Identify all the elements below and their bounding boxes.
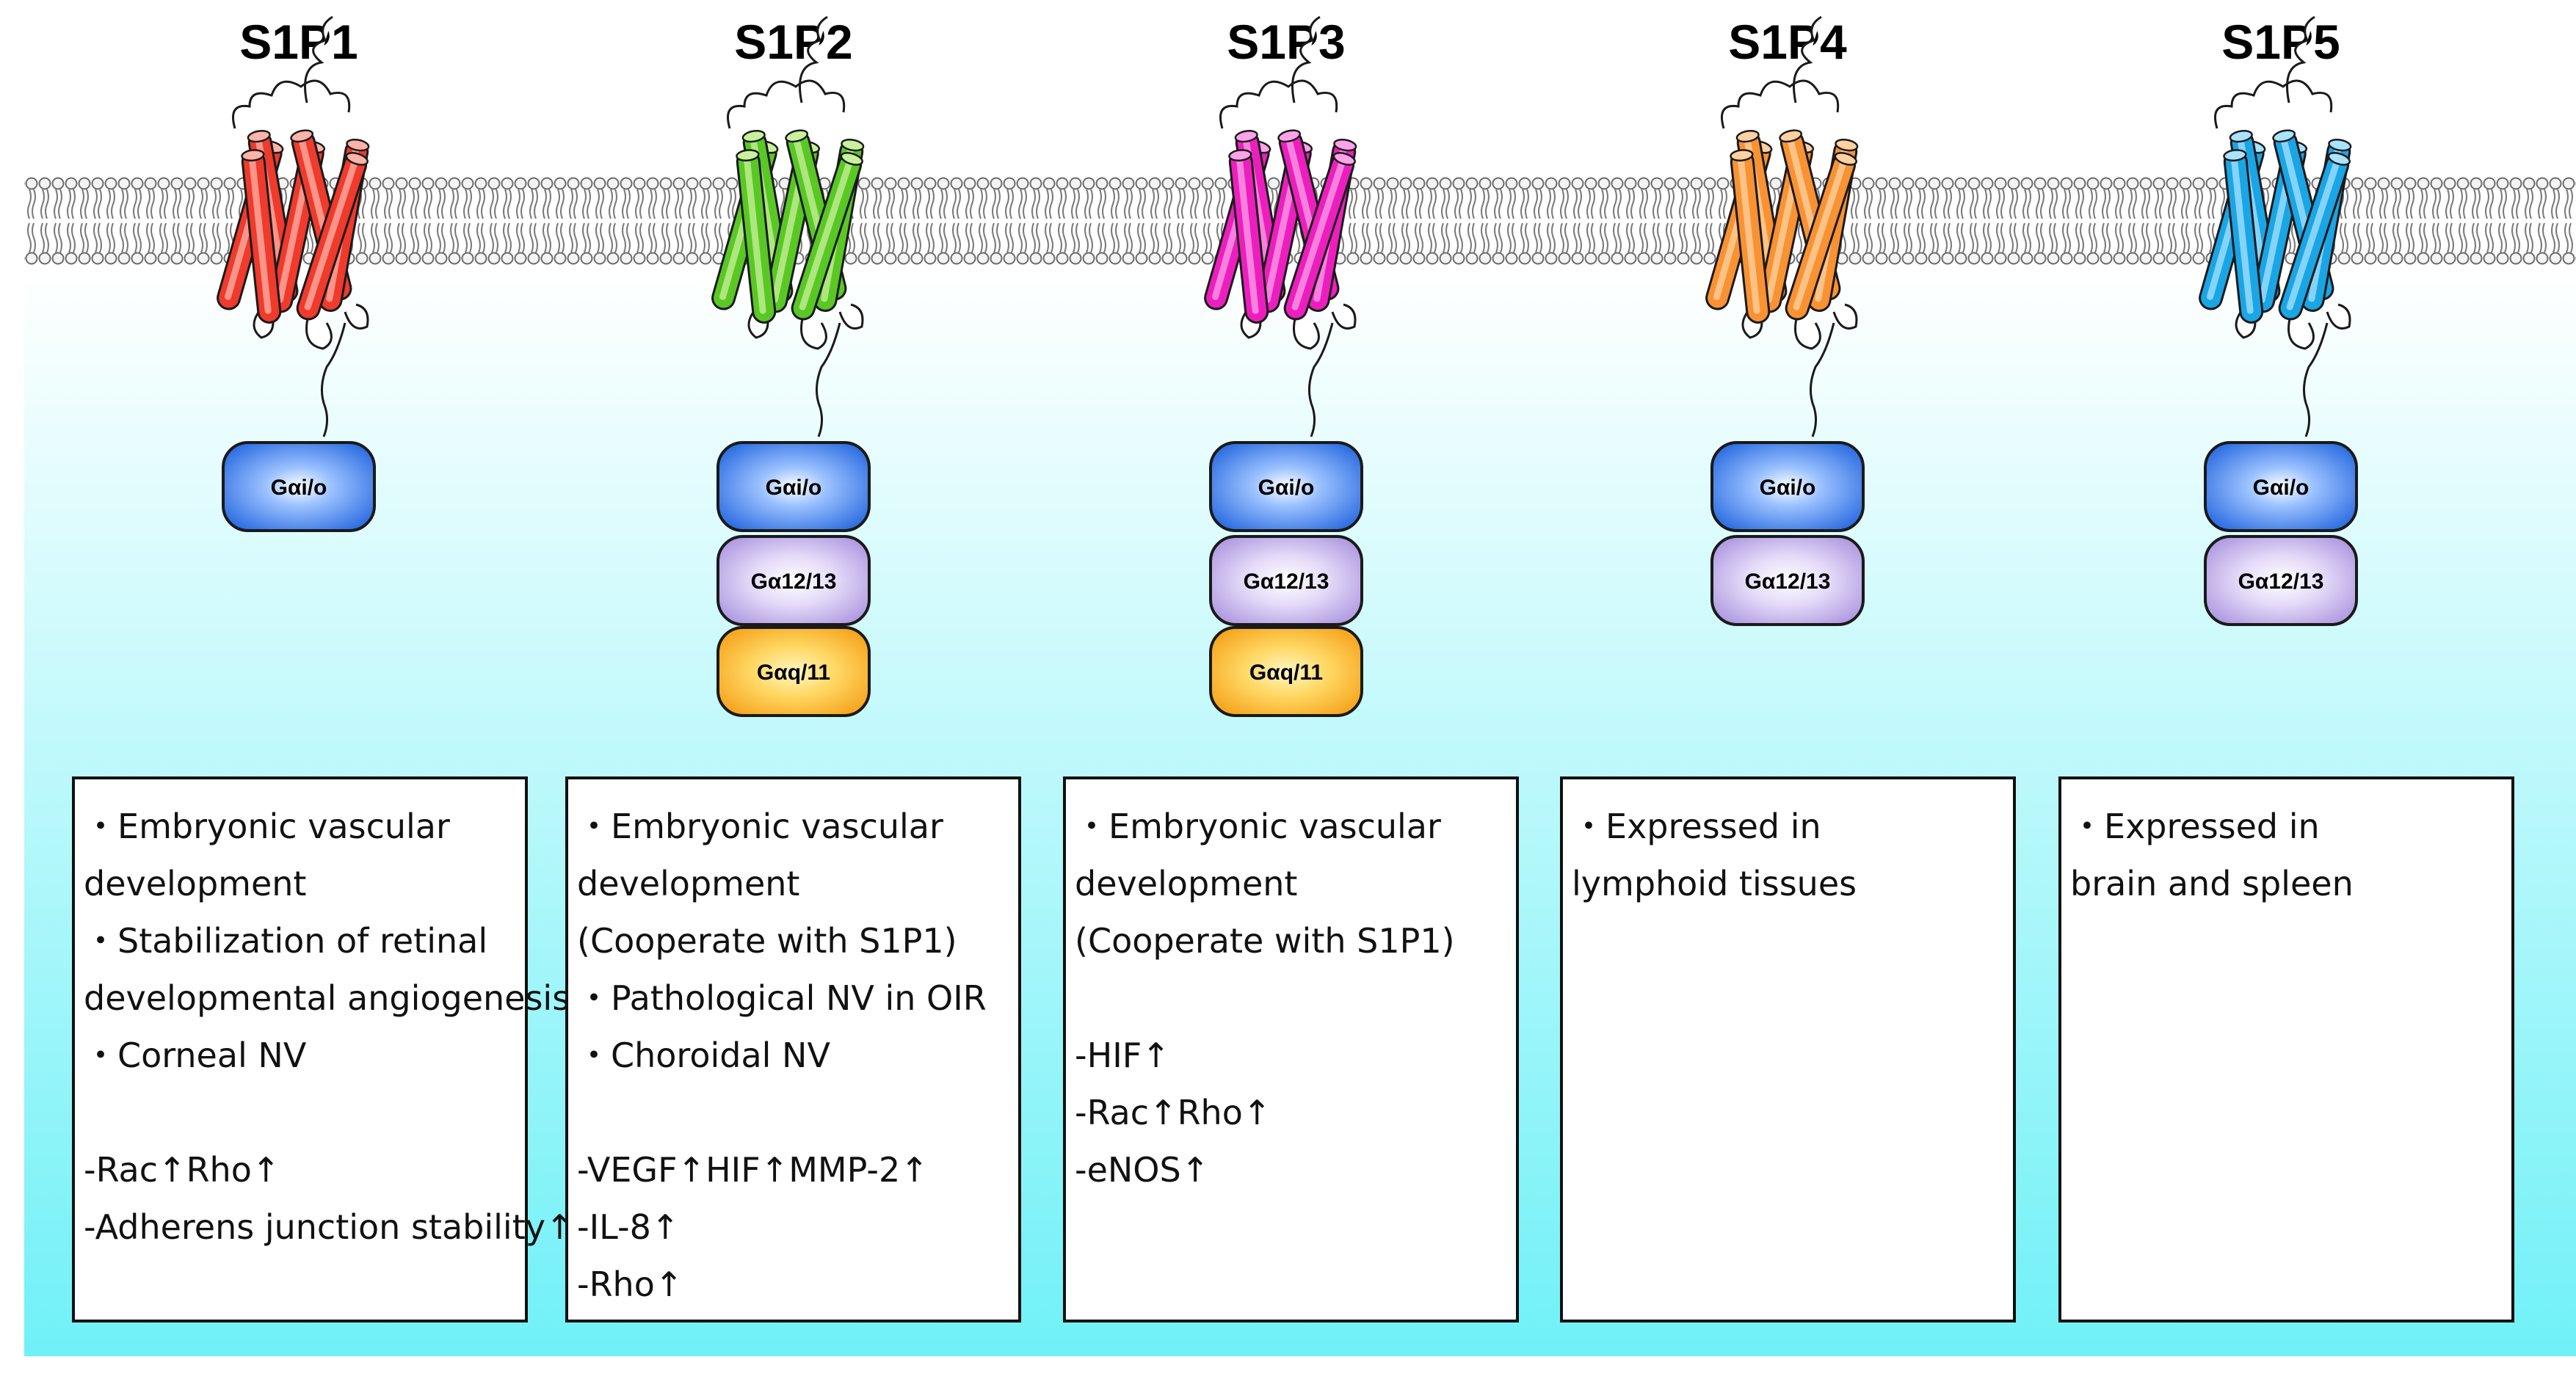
description-line: brain and spleen (2070, 864, 2354, 903)
description-line: -eNOS↑ (1075, 1150, 1209, 1190)
g-protein-gi-o: Gαi/o (1710, 441, 1865, 532)
description-line: ・Pathological NV in OIR (577, 978, 987, 1018)
description-line: ・Embryonic vascular (1075, 807, 1441, 846)
g-protein-label: Gαq/11 (757, 661, 830, 685)
g-protein-label: Gαi/o (1258, 476, 1315, 500)
description-line: development (1075, 864, 1297, 903)
gpcr-receptor-icon (1204, 15, 1357, 437)
c-terminal-tail (816, 322, 841, 437)
description-line: lymphoid tissues (1572, 864, 1857, 903)
g-protein-g12-13: Gα12/13 (1710, 535, 1865, 626)
g-protein-gi-o: Gαi/o (2204, 441, 2358, 532)
description-line: (Cooperate with S1P1) (1075, 921, 1455, 961)
description-box (565, 776, 1021, 1322)
g-protein-label: Gα12/13 (751, 570, 837, 594)
description-line: -IL-8↑ (577, 1207, 679, 1247)
description-line: -VEGF↑HIF↑MMP-2↑ (577, 1150, 929, 1190)
g-protein-gi-o: Gαi/o (716, 441, 871, 532)
receptor-title: S1P4 (1728, 15, 1847, 69)
g-protein-g12-13: Gα12/13 (2204, 535, 2358, 626)
description-line: ・Expressed in (1572, 807, 1821, 846)
g-protein-gq-11: Gαq/11 (1209, 626, 1363, 717)
gpcr-receptor-icon (711, 15, 865, 437)
description-box (2058, 776, 2514, 1322)
description-line: developmental angiogenesis (84, 978, 570, 1018)
g-protein-label: Gαq/11 (1249, 661, 1323, 685)
g-protein-shape (222, 441, 376, 532)
description-line: ・Embryonic vascular (577, 807, 943, 846)
description-line: ・Embryonic vascular (84, 807, 450, 846)
description-line: -Adherens junction stability↑ (84, 1207, 574, 1247)
gpcr-receptor-icon (217, 15, 370, 437)
g-protein-label: Gαi/o (1760, 476, 1816, 500)
g-protein-shape (1710, 441, 1865, 532)
description-line: development (577, 864, 799, 903)
description-line: -Rho↑ (577, 1265, 683, 1304)
g-protein-shape (2204, 535, 2358, 626)
g-protein-label: Gαi/o (766, 476, 822, 500)
c-terminal-tail (1810, 322, 1835, 437)
receptor-title: S1P1 (239, 15, 358, 69)
g-protein-shape (1209, 441, 1363, 532)
g-protein-label: Gαi/o (271, 476, 327, 500)
g-protein-label: Gα12/13 (1244, 570, 1329, 594)
description-line: ・Stabilization of retinal (84, 921, 487, 961)
description-box (72, 776, 528, 1322)
gpcr-receptor-icon (2199, 15, 2352, 437)
receptor-title: S1P5 (2221, 15, 2340, 69)
g-protein-shape (1710, 535, 1865, 626)
description-line: (Cooperate with S1P1) (577, 921, 957, 961)
g-protein-shape (1209, 535, 1363, 626)
g-protein-label: Gα12/13 (1745, 570, 1831, 594)
description-box (1063, 776, 1519, 1322)
g-protein-shape (2204, 441, 2358, 532)
g-protein-g12-13: Gα12/13 (716, 535, 871, 626)
description-line: ・Expressed in (2070, 807, 2320, 846)
c-terminal-tail (321, 322, 347, 437)
g-protein-shape (716, 535, 871, 626)
g-protein-label: Gα12/13 (2238, 570, 2324, 594)
receptor-title: S1P3 (1227, 15, 1345, 69)
description-line: ・Choroidal NV (577, 1036, 830, 1075)
g-protein-shape (1209, 626, 1363, 717)
g-protein-label: Gαi/o (2253, 476, 2310, 500)
description-line: -Rac↑Rho↑ (84, 1150, 280, 1190)
g-protein-gi-o: Gαi/o (222, 441, 376, 532)
description-line: ・Corneal NV (84, 1036, 307, 1075)
description-line: -HIF↑ (1075, 1036, 1170, 1075)
g-protein-shape (716, 441, 871, 532)
g-protein-gq-11: Gαq/11 (716, 626, 871, 717)
receptor-title: S1P2 (734, 15, 852, 69)
c-terminal-tail (1308, 322, 1334, 437)
g-protein-gi-o: Gαi/o (1209, 441, 1363, 532)
description-line: development (84, 864, 306, 903)
description-box (1560, 776, 2016, 1322)
g-protein-shape (716, 626, 871, 717)
gpcr-receptor-icon (1705, 15, 1859, 437)
g-protein-g12-13: Gα12/13 (1209, 535, 1363, 626)
description-line: -Rac↑Rho↑ (1075, 1093, 1271, 1132)
c-terminal-tail (2303, 322, 2329, 437)
